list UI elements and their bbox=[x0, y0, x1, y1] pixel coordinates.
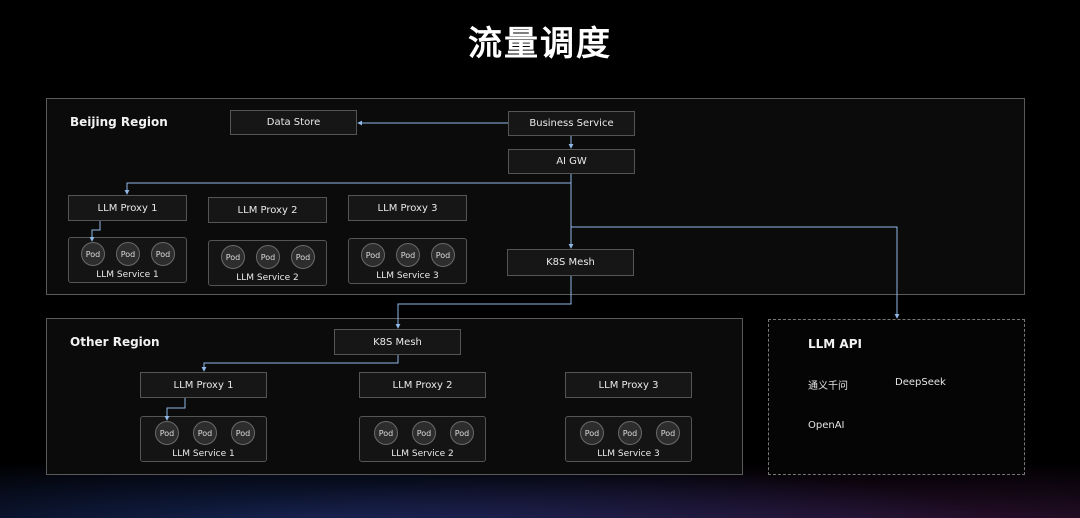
beijing-k8s-mesh-node[interactable]: K8S Mesh bbox=[507, 249, 634, 276]
other-llm-proxy-1[interactable]: LLM Proxy 1 bbox=[140, 372, 267, 398]
llm-api-label: LLM API bbox=[808, 337, 862, 351]
pod: Pod bbox=[193, 421, 217, 445]
provider-openai[interactable]: OpenAI bbox=[808, 420, 845, 431]
pod: Pod bbox=[116, 242, 140, 266]
other-llm-service-1[interactable]: Pod Pod Pod LLM Service 1 bbox=[140, 416, 267, 462]
beijing-llm-service-3[interactable]: Pod Pod Pod LLM Service 3 bbox=[348, 238, 467, 284]
pod: Pod bbox=[396, 243, 420, 267]
pod: Pod bbox=[231, 421, 255, 445]
beijing-llm-service-2[interactable]: Pod Pod Pod LLM Service 2 bbox=[208, 240, 327, 286]
business-service-node[interactable]: Business Service bbox=[508, 111, 635, 136]
service-label: LLM Service 3 bbox=[597, 449, 660, 459]
edge-other-proxy1-to-service1 bbox=[164, 398, 186, 421]
ai-gw-node[interactable]: AI GW bbox=[508, 149, 635, 174]
data-store-node[interactable]: Data Store bbox=[230, 110, 357, 135]
page-title: 流量调度 bbox=[468, 24, 612, 64]
service-label: LLM Service 3 bbox=[376, 271, 439, 281]
pod: Pod bbox=[361, 243, 385, 267]
pod: Pod bbox=[618, 421, 642, 445]
edge-gw-to-proxy1 bbox=[124, 182, 571, 195]
service-label: LLM Service 1 bbox=[172, 449, 235, 459]
edge-other-mesh-to-proxy1 bbox=[201, 355, 399, 372]
other-region-label: Other Region bbox=[70, 335, 160, 349]
other-llm-service-3[interactable]: Pod Pod Pod LLM Service 3 bbox=[565, 416, 692, 462]
llm-api-region bbox=[768, 319, 1025, 475]
pod: Pod bbox=[81, 242, 105, 266]
provider-tongyi[interactable]: 通义千问 bbox=[808, 381, 848, 392]
beijing-llm-proxy-3[interactable]: LLM Proxy 3 bbox=[348, 195, 467, 221]
pod: Pod bbox=[450, 421, 474, 445]
pod: Pod bbox=[656, 421, 680, 445]
service-label: LLM Service 1 bbox=[96, 270, 159, 280]
edge-proxy1-to-service1 bbox=[89, 221, 101, 242]
provider-deepseek[interactable]: DeepSeek bbox=[895, 377, 946, 388]
pod: Pod bbox=[151, 242, 175, 266]
beijing-llm-service-1[interactable]: Pod Pod Pod LLM Service 1 bbox=[68, 237, 187, 283]
beijing-region-label: Beijing Region bbox=[70, 115, 168, 129]
edge-gw-to-llm-api bbox=[571, 226, 900, 319]
pod: Pod bbox=[412, 421, 436, 445]
beijing-llm-proxy-2[interactable]: LLM Proxy 2 bbox=[208, 197, 327, 223]
pod: Pod bbox=[155, 421, 179, 445]
pod: Pod bbox=[221, 245, 245, 269]
pod: Pod bbox=[580, 421, 604, 445]
pod: Pod bbox=[431, 243, 455, 267]
edge-mesh-to-other-mesh bbox=[395, 276, 572, 329]
other-k8s-mesh-node[interactable]: K8S Mesh bbox=[334, 329, 461, 355]
beijing-llm-proxy-1[interactable]: LLM Proxy 1 bbox=[68, 195, 187, 221]
service-label: LLM Service 2 bbox=[391, 449, 454, 459]
pod: Pod bbox=[291, 245, 315, 269]
other-llm-proxy-2[interactable]: LLM Proxy 2 bbox=[359, 372, 486, 398]
pod: Pod bbox=[374, 421, 398, 445]
other-llm-service-2[interactable]: Pod Pod Pod LLM Service 2 bbox=[359, 416, 486, 462]
service-label: LLM Service 2 bbox=[236, 273, 299, 283]
pod: Pod bbox=[256, 245, 280, 269]
other-llm-proxy-3[interactable]: LLM Proxy 3 bbox=[565, 372, 692, 398]
